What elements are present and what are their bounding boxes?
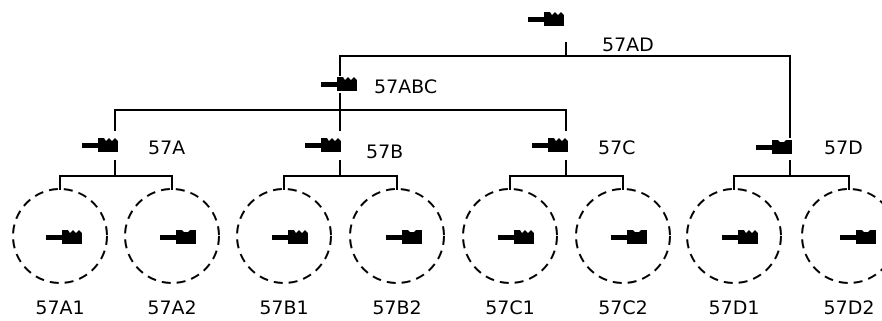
key-icon	[272, 230, 308, 244]
leaf-circle	[686, 188, 782, 284]
key-icon	[840, 230, 876, 244]
leaf-circle	[236, 188, 332, 284]
group-a-label: 57A	[148, 137, 185, 159]
leaf-label: 57C1	[485, 297, 535, 319]
group-d-label: 57D	[824, 137, 863, 159]
key-icon	[82, 138, 118, 152]
group-d-node: 57D	[756, 137, 863, 159]
leaf-57b1: 57B1	[236, 188, 332, 319]
key-icon	[386, 230, 422, 244]
leaf-circle	[124, 188, 220, 284]
group-abc-label: 57ABC	[374, 76, 437, 98]
key-icon	[756, 140, 792, 154]
leaf-57c2: 57C2	[575, 188, 671, 319]
group-b-node: 57B	[305, 138, 403, 163]
group-c-node: 57C	[532, 137, 635, 159]
key-icon	[46, 230, 82, 244]
leaf-label: 57D2	[824, 297, 875, 319]
group-b-label: 57B	[366, 141, 403, 163]
key-icon	[528, 12, 564, 26]
root-label: 57AD	[602, 34, 654, 56]
group-abc-node: 57ABC	[321, 76, 437, 98]
leaf-label: 57A2	[147, 297, 196, 319]
key-icon	[611, 230, 647, 244]
key-icon	[532, 138, 568, 152]
group-a-node: 57A	[82, 137, 185, 159]
key-icon	[722, 230, 758, 244]
leaf-57a2: 57A2	[124, 188, 220, 319]
key-icon	[498, 230, 534, 244]
leaf-label: 57B2	[372, 297, 421, 319]
leaf-circle	[462, 188, 558, 284]
leaf-label: 57D1	[709, 297, 760, 319]
leaf-circle	[349, 188, 445, 284]
key-icon	[305, 138, 341, 152]
leaf-57d1: 57D1	[686, 188, 782, 319]
key-icon	[160, 230, 196, 244]
connector-lines	[59, 42, 850, 190]
leaf-label: 57B1	[259, 297, 308, 319]
leaf-label: 57C2	[598, 297, 648, 319]
group-c-label: 57C	[598, 137, 635, 159]
leaf-57b2: 57B2	[349, 188, 445, 319]
key-icon	[321, 77, 357, 91]
leaf-57c1: 57C1	[462, 188, 558, 319]
leaf-circle	[575, 188, 671, 284]
leaf-label: 57A1	[35, 297, 84, 319]
leaf-57d2: 57D2	[801, 188, 882, 319]
leaf-circle	[12, 188, 108, 284]
leaf-57a1: 57A1	[12, 188, 108, 319]
root-node: 57AD	[528, 12, 654, 56]
